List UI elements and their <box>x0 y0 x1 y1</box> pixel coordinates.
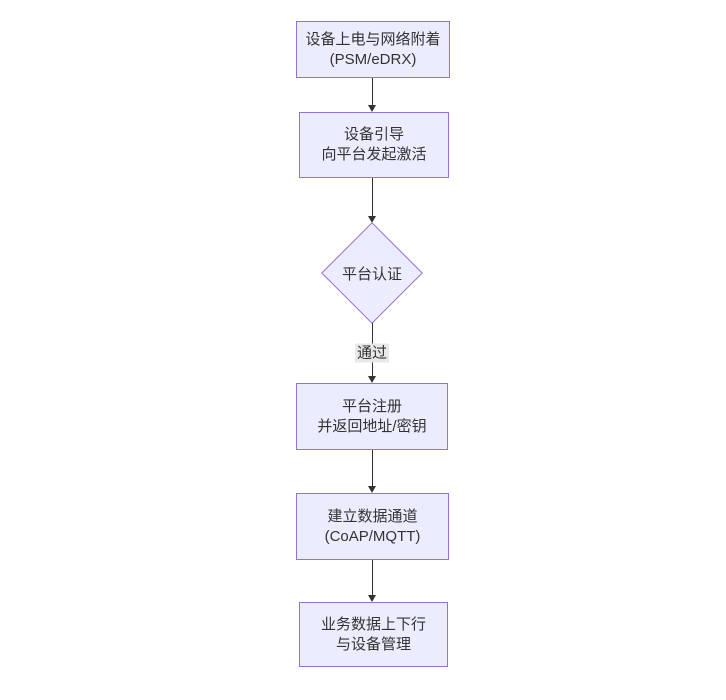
node-platform-register: 平台注册 并返回地址/密钥 <box>296 383 448 450</box>
node-text-line: 与设备管理 <box>335 635 411 653</box>
node-text-line: 向平台发起激活 <box>321 146 427 163</box>
node-bootstrap-activate: 设备引导 向平台发起激活 <box>299 112 449 178</box>
node-text-line: 平台注册 <box>341 397 402 415</box>
arrow-channel-to-business <box>367 560 377 602</box>
arrow-power-to-bootstrap <box>367 78 377 112</box>
node-text-line: 设备上电与网络附着 <box>305 30 441 48</box>
arrow-shaft <box>371 450 373 488</box>
decision-label: 平台认证 <box>341 265 402 283</box>
node-text-line: 并返回地址/密钥 <box>317 417 427 435</box>
arrow-shaft <box>371 560 373 597</box>
decision-platform-auth: 平台认证 <box>321 222 423 324</box>
arrow-shaft <box>371 78 373 107</box>
node-text-line: (PSM/eDRX) <box>329 50 417 68</box>
arrowhead-down-icon <box>368 105 376 112</box>
edge-label-pass: 通过 <box>354 343 390 363</box>
arrowhead-down-icon <box>368 376 376 383</box>
node-text-line: 设备引导 <box>343 126 404 143</box>
arrow-shaft <box>371 178 373 218</box>
node-text-line: 业务数据上下行 <box>320 615 426 633</box>
node-power-attach: 设备上电与网络附着 (PSM/eDRX) <box>296 21 450 78</box>
node-text-line: (CoAP/MQTT) <box>324 527 421 545</box>
node-business-data: 业务数据上下行 与设备管理 <box>299 602 448 667</box>
arrow-bootstrap-to-auth <box>367 178 377 223</box>
arrowhead-down-icon <box>368 216 376 223</box>
node-data-channel: 建立数据通道 (CoAP/MQTT) <box>296 493 449 560</box>
arrow-register-to-channel <box>367 450 377 493</box>
node-text-line: 建立数据通道 <box>327 507 418 525</box>
arrowhead-down-icon <box>368 486 376 493</box>
arrowhead-down-icon <box>368 595 376 602</box>
